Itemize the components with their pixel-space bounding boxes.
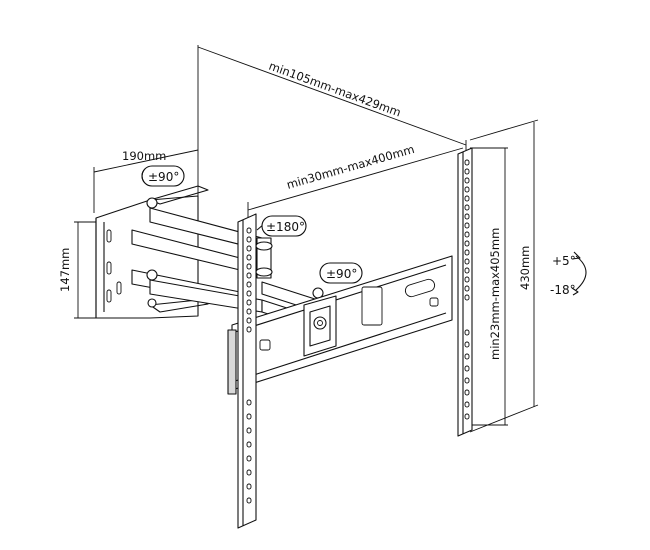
mounting-hole [246,281,252,288]
mounting-hole [464,213,470,220]
mounting-hole [246,290,252,297]
mounting-hole [464,294,470,301]
tilt-down-label: -18° [550,283,576,297]
tilt-arrow [571,251,587,296]
bracket-height-label: 430mm [518,246,532,290]
mounting-hole [246,469,252,476]
mounting-hole [464,329,470,336]
left-vertical-rail [227,213,257,529]
right-vertical-rail [457,147,473,437]
mounting-hole [464,168,470,175]
mounting-hole [246,441,252,448]
horizontal-rail [231,255,453,391]
mounting-hole [464,365,470,372]
mounting-hole [246,254,252,261]
mounting-hole [464,195,470,202]
mounting-hole [464,249,470,256]
mounting-hole [464,389,470,396]
mounting-hole [464,258,470,265]
mounting-hole [464,401,470,408]
vesa-vertical-range-label: min23mm-max405mm [488,228,502,360]
head-swivel-badge: ±90° [319,262,363,284]
mounting-hole [464,267,470,274]
middle-swivel-badge: ±180° [261,215,307,237]
mounting-hole [464,159,470,166]
mounting-hole [246,413,252,420]
mounting-hole [246,245,252,252]
mounting-hole [464,186,470,193]
mounting-hole [464,222,470,229]
depth-range-label: min105mm-max429mm [267,59,403,120]
mounting-hole [246,227,252,234]
head-swivel-label: ±90° [326,267,357,281]
tilt-up-label: +5° [552,254,576,268]
mounting-hole [464,341,470,348]
mounting-hole [246,236,252,243]
head-swivel [303,295,337,357]
mounting-hole [464,240,470,247]
mounting-hole [464,204,470,211]
mounting-hole [246,455,252,462]
mounting-hole [464,413,470,420]
mounting-hole [464,177,470,184]
wall-plate-height-label: 147mm [58,248,72,292]
mounting-hole [464,377,470,384]
wall-swivel-badge: ±90° [141,165,185,187]
wall-arms [131,197,263,313]
mounting-hole [464,353,470,360]
mounting-hole [246,399,252,406]
middle-hinge [255,223,273,279]
wall-plate-width-label: 190mm [122,149,166,163]
dimension-lines [74,45,539,433]
mounting-hole [246,497,252,504]
wall-swivel-label: ±90° [148,170,179,184]
mounting-hole [464,276,470,283]
mounting-hole [246,427,252,434]
mounting-hole [246,326,252,333]
mounting-hole [464,285,470,292]
mounting-hole [246,299,252,306]
mounting-hole [246,483,252,490]
mounting-hole [246,272,252,279]
mounting-hole [246,308,252,315]
mounting-hole [464,231,470,238]
mounting-hole [246,317,252,324]
middle-swivel-label: ±180° [266,220,305,234]
mounting-hole [246,263,252,270]
